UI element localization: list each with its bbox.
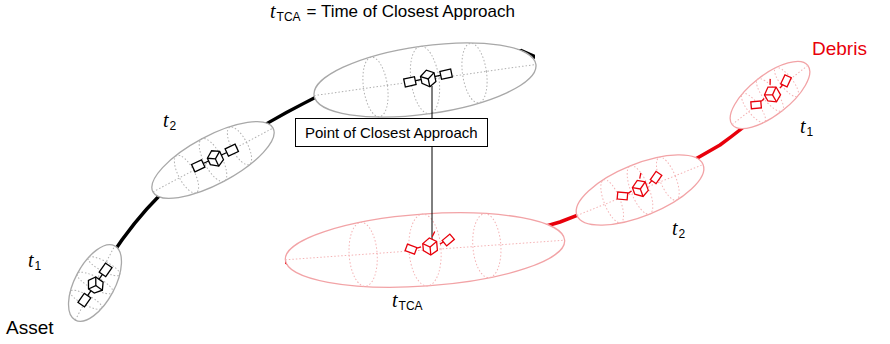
subscript: 1 [35, 259, 42, 273]
subscript: TCA [277, 10, 301, 24]
subscript: 2 [170, 119, 177, 133]
asset-label: Asset [6, 317, 54, 340]
definition-text: = Time of Closest Approach [307, 2, 515, 22]
callout-box: Point of Closest Approach [295, 118, 488, 147]
time-symbol: t [270, 0, 276, 23]
subscript: 1 [807, 125, 814, 139]
time-symbol: t [163, 108, 169, 132]
time-symbol: t [28, 248, 34, 272]
time-symbol: t [800, 114, 806, 138]
debris-label: Debris [812, 38, 867, 61]
callout-text: Point of Closest Approach [305, 124, 478, 141]
subscript: 2 [679, 227, 686, 241]
time-symbol: t [672, 216, 678, 240]
time-symbol: t [392, 288, 398, 312]
subscript: TCA [399, 299, 423, 313]
